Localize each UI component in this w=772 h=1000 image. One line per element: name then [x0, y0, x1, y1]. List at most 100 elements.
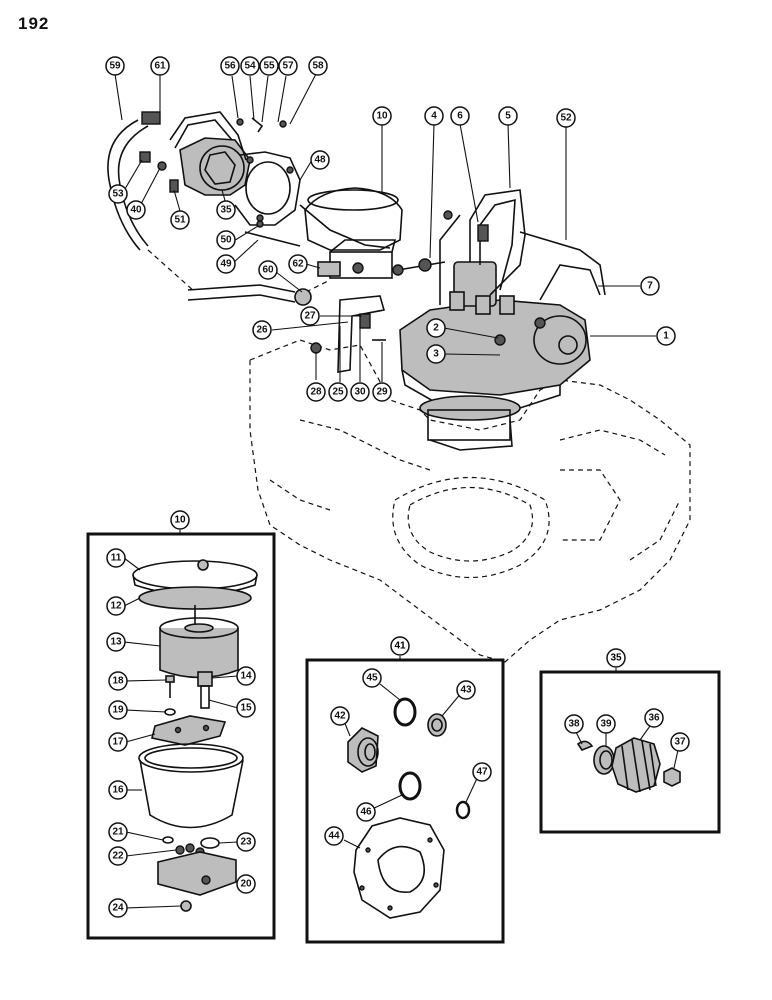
svg-text:26: 26 [256, 325, 268, 336]
svg-text:7: 7 [647, 281, 653, 292]
svg-text:16: 16 [112, 785, 124, 796]
svg-text:21: 21 [112, 827, 124, 838]
svg-text:53: 53 [112, 189, 124, 200]
callout-10: 10 [372, 106, 392, 126]
callout-16: 16 [108, 780, 128, 800]
svg-text:1: 1 [663, 331, 669, 342]
callout-37: 37 [670, 732, 690, 752]
fuel-hoses [107, 111, 331, 306]
callout-seal-kit-title [390, 636, 410, 656]
callout-55: 55 [259, 56, 279, 76]
tractor-frame-outline [249, 339, 691, 663]
main-leader-lines [114, 73, 656, 382]
callout-38: 38 [564, 714, 584, 734]
callout-43: 43 [456, 680, 476, 700]
gear-inset: 35 38 39 36 37 [539, 648, 721, 834]
callout-56: 56 [220, 56, 240, 76]
callout-28: 28 [306, 382, 326, 402]
callout-7: 7 [640, 276, 660, 296]
filter-inset-title: 10 [174, 515, 186, 526]
svg-text:50: 50 [220, 235, 232, 246]
callout-17: 17 [108, 732, 128, 752]
callout-52: 52 [556, 108, 576, 128]
svg-text:18: 18 [112, 676, 124, 687]
svg-text:55: 55 [263, 61, 275, 72]
svg-text:15: 15 [240, 703, 252, 714]
callout-42: 42 [330, 706, 350, 726]
callout-2: 2 [426, 318, 446, 338]
callout-35: 35 [216, 200, 236, 220]
callout-27: 27 [300, 306, 320, 326]
callout-60: 60 [258, 260, 278, 280]
svg-text:56: 56 [224, 61, 236, 72]
fuel-injection-lines [299, 189, 606, 305]
gear-inset-title: 35 [610, 653, 622, 664]
callout-47: 47 [472, 762, 492, 782]
svg-text:24: 24 [112, 903, 124, 914]
svg-text:29: 29 [376, 387, 388, 398]
callout-25: 25 [328, 382, 348, 402]
seal-kit-inset-title: 41 [394, 641, 406, 652]
callout-62: 62 [288, 254, 308, 274]
callout-12: 12 [106, 596, 126, 616]
callout-45: 45 [362, 668, 382, 688]
svg-text:13: 13 [110, 637, 122, 648]
svg-text:58: 58 [312, 61, 324, 72]
callout-54: 54 [240, 56, 260, 76]
filter-inset: 10 [86, 510, 276, 940]
callout-14: 14 [236, 666, 256, 686]
svg-text:49: 49 [220, 259, 232, 270]
callout-3: 3 [426, 344, 446, 364]
callout-29: 29 [372, 382, 392, 402]
callout-36: 36 [644, 708, 664, 728]
callout-23: 23 [236, 832, 256, 852]
injection-pump [399, 261, 591, 451]
callout-6: 6 [450, 106, 470, 126]
svg-text:45: 45 [366, 673, 378, 684]
callout-59: 59 [105, 56, 125, 76]
svg-text:5: 5 [505, 111, 511, 122]
callout-filter-title [170, 510, 190, 530]
callout-1: 1 [656, 326, 676, 346]
svg-text:46: 46 [360, 807, 372, 818]
callout-48: 48 [310, 150, 330, 170]
svg-text:51: 51 [174, 215, 186, 226]
callout-61: 61 [150, 56, 170, 76]
svg-text:19: 19 [112, 705, 124, 716]
svg-text:30: 30 [354, 387, 366, 398]
svg-text:27: 27 [304, 311, 316, 322]
svg-text:52: 52 [560, 113, 572, 124]
callout-44: 44 [324, 826, 344, 846]
callout-40: 40 [126, 200, 146, 220]
callout-gear-title [606, 648, 626, 668]
seal-kit-inset: 41 45 43 42 46 47 44 [305, 636, 505, 944]
callout-4: 4 [424, 106, 444, 126]
callout-20: 20 [236, 874, 256, 894]
svg-text:25: 25 [332, 387, 344, 398]
transfer-pump [169, 111, 301, 226]
svg-text:48: 48 [314, 155, 326, 166]
callout-46: 46 [356, 802, 376, 822]
callout-58: 58 [308, 56, 328, 76]
svg-text:2: 2 [433, 323, 439, 334]
callout-57: 57 [278, 56, 298, 76]
svg-text:37: 37 [674, 737, 686, 748]
svg-text:23: 23 [240, 837, 252, 848]
svg-text:59: 59 [109, 61, 121, 72]
callout-24: 24 [108, 898, 128, 918]
svg-text:44: 44 [328, 831, 340, 842]
svg-text:17: 17 [112, 737, 124, 748]
callout-49: 49 [216, 254, 236, 274]
svg-text:40: 40 [130, 205, 142, 216]
main-callouts: 59 61 56 54 55 57 58 10 4 6 5 52 53 40 3… [105, 56, 676, 402]
svg-text:20: 20 [240, 879, 252, 890]
callout-22: 22 [108, 846, 128, 866]
callout-15: 15 [236, 698, 256, 718]
callout-19: 19 [108, 700, 128, 720]
svg-text:6: 6 [457, 111, 463, 122]
svg-text:42: 42 [334, 711, 346, 722]
svg-text:62: 62 [292, 259, 304, 270]
callout-21: 21 [108, 822, 128, 842]
svg-text:28: 28 [310, 387, 322, 398]
